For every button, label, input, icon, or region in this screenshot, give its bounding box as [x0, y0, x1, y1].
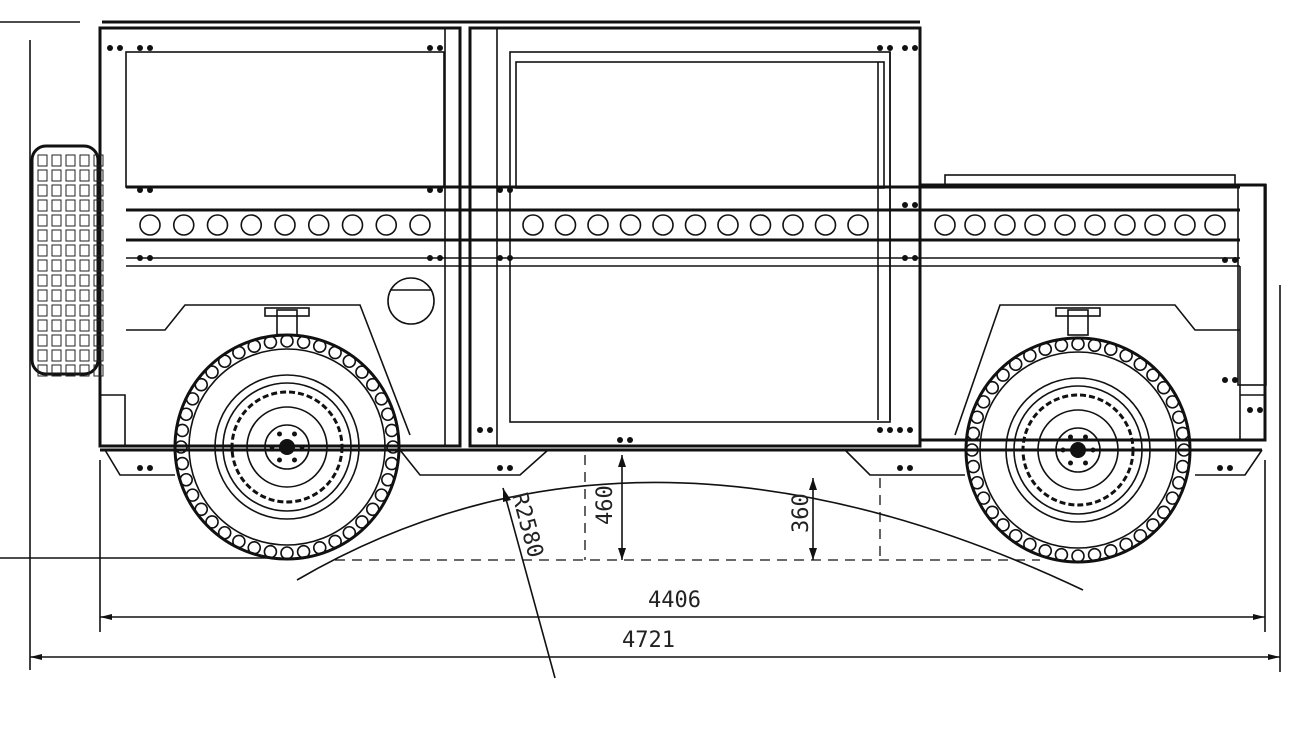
bolt	[137, 255, 143, 261]
bolt	[137, 187, 143, 193]
vehicle-body	[0, 20, 1267, 476]
dimension-460: 460	[593, 485, 618, 525]
bolt	[887, 45, 893, 51]
vent-hole	[994, 214, 1016, 236]
bolt	[107, 45, 113, 51]
vent-hole	[139, 214, 161, 236]
vent-hole	[1144, 214, 1166, 236]
vent-hole	[554, 214, 577, 236]
bolt	[427, 45, 433, 51]
bolt	[507, 255, 513, 261]
vent-hole	[934, 214, 956, 236]
bolt	[147, 465, 153, 471]
vent-hole	[847, 214, 869, 236]
bolt	[437, 45, 443, 51]
vent-hole	[375, 214, 398, 236]
bolt	[1222, 257, 1228, 263]
dimension-360: 360	[789, 493, 814, 533]
bolt	[887, 427, 893, 433]
bolt	[627, 437, 633, 443]
vent-hole	[1024, 214, 1046, 236]
bolt	[617, 437, 623, 443]
bolt	[477, 427, 483, 433]
vent-hole	[1174, 214, 1196, 236]
vent-hole	[240, 214, 263, 236]
bolt	[507, 187, 513, 193]
bolt	[137, 465, 143, 471]
bolt	[497, 465, 503, 471]
bolt	[1227, 465, 1233, 471]
bolt	[907, 465, 913, 471]
vent-hole	[522, 214, 544, 236]
bolt	[497, 255, 503, 261]
wheel	[173, 307, 401, 561]
bolt	[1232, 257, 1238, 263]
bolt	[897, 427, 903, 433]
vent-hole	[1114, 214, 1136, 236]
vent-hole	[684, 214, 707, 236]
dimension-lines	[0, 40, 1281, 679]
vent-hole	[409, 214, 431, 236]
bolt	[117, 45, 123, 51]
wheel	[964, 307, 1192, 564]
dimension-4406: 4406	[648, 588, 701, 613]
vent-hole	[172, 214, 195, 236]
spare-tire	[30, 144, 104, 377]
bolt	[427, 255, 433, 261]
vent-hole	[1054, 214, 1076, 236]
bolt	[902, 45, 908, 51]
frame-vent-holes	[139, 214, 1226, 236]
bolt	[147, 187, 153, 193]
vent-hole	[587, 214, 609, 236]
bolt	[437, 255, 443, 261]
bolt	[1232, 377, 1238, 383]
dimension-4721: 4721	[622, 628, 675, 653]
bolt	[1217, 465, 1223, 471]
vent-hole	[814, 214, 837, 236]
bolt	[877, 45, 883, 51]
bolt	[912, 45, 918, 51]
wheels	[173, 307, 1192, 564]
bolt	[147, 255, 153, 261]
bolt	[1257, 407, 1263, 413]
frame-bolts	[107, 45, 1263, 471]
bolt	[137, 45, 143, 51]
vent-hole	[619, 214, 642, 236]
vent-hole	[749, 214, 772, 236]
bolt	[427, 187, 433, 193]
vent-hole	[206, 214, 229, 236]
bolt	[147, 45, 153, 51]
bolt	[1222, 377, 1228, 383]
bolt	[902, 202, 908, 208]
vent-hole	[782, 214, 804, 236]
vent-hole	[717, 214, 739, 236]
bolt	[487, 427, 493, 433]
bolt	[902, 255, 908, 261]
bolt	[877, 427, 883, 433]
vent-hole	[341, 214, 364, 236]
vent-hole	[274, 214, 296, 236]
vent-hole	[964, 214, 986, 236]
bolt	[1247, 407, 1253, 413]
bolt	[437, 187, 443, 193]
bolt	[897, 465, 903, 471]
vent-hole	[652, 214, 674, 236]
bolt	[912, 255, 918, 261]
bolt	[912, 202, 918, 208]
vent-hole	[1204, 214, 1226, 236]
bolt	[497, 187, 503, 193]
vent-hole	[1084, 214, 1106, 236]
vent-hole	[307, 214, 330, 236]
bolt	[907, 427, 913, 433]
bolt	[507, 465, 513, 471]
